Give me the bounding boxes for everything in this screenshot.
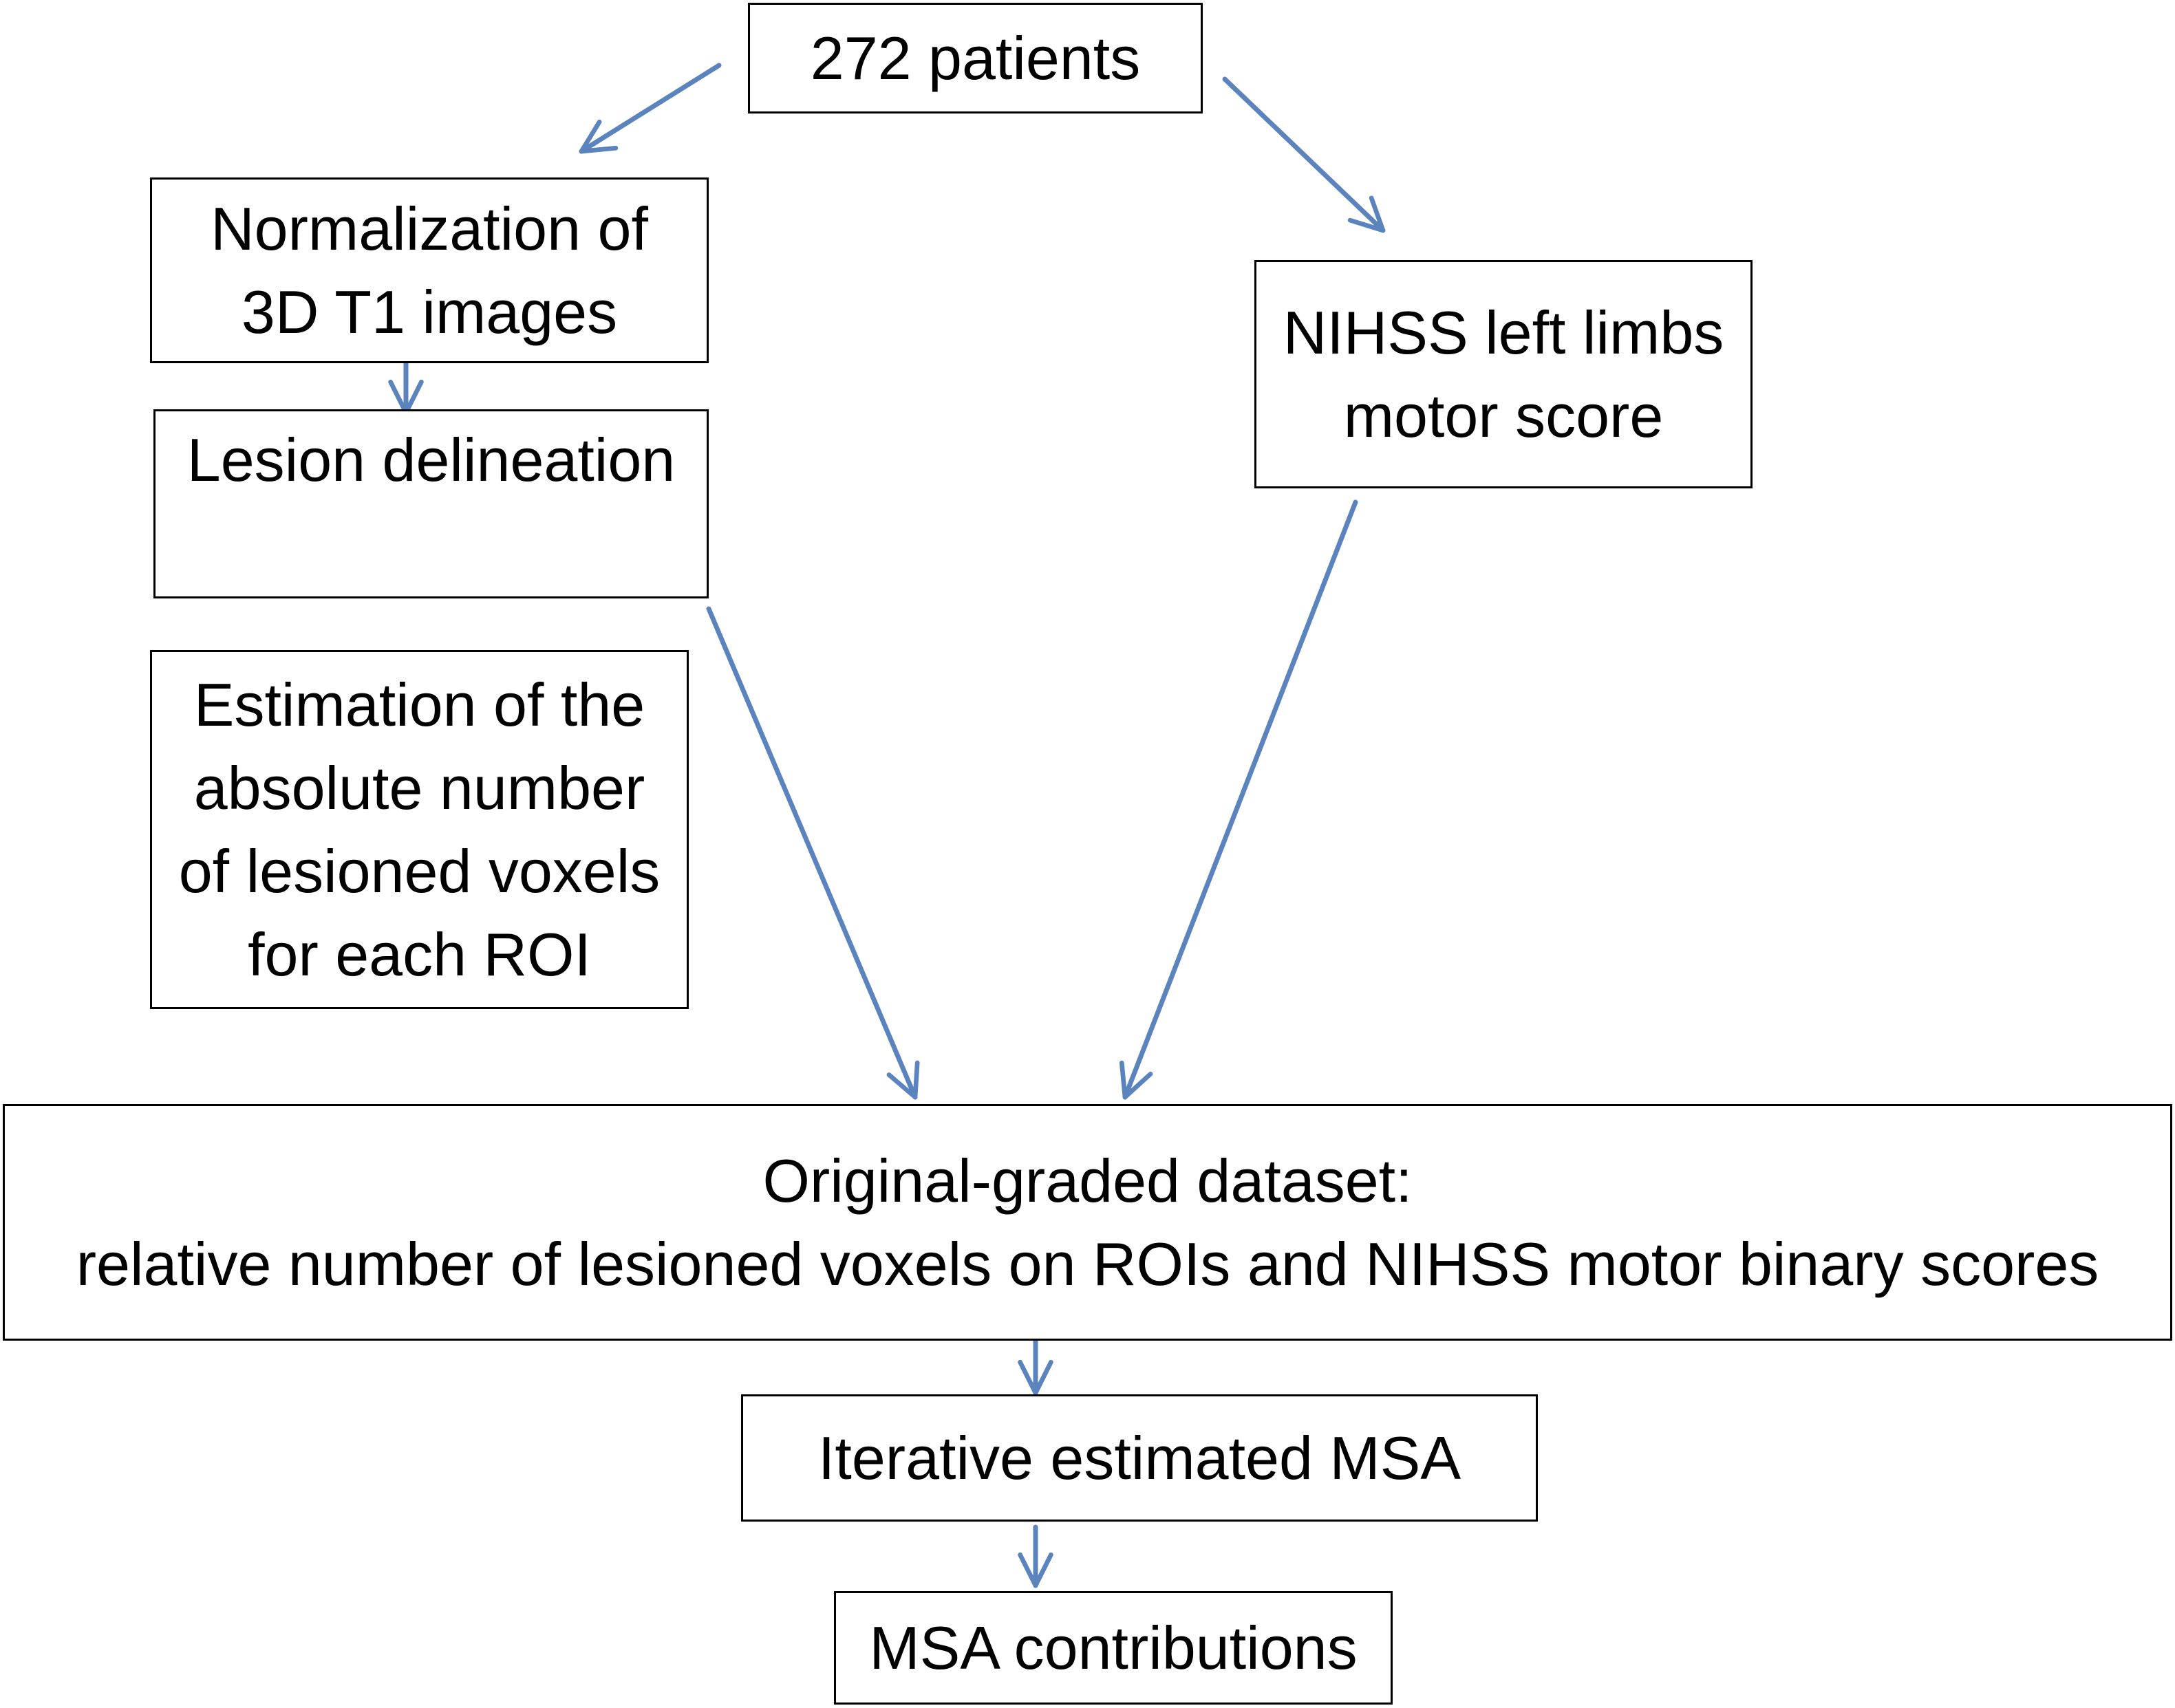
arrow-patients-to-nihss (1222, 76, 1386, 233)
patients-text-line: 272 patients (810, 24, 1141, 92)
estimation-text-line: for each ROI (248, 920, 591, 988)
nihss-text-line: NIHSS left limbs (1283, 299, 1724, 367)
nihss-text-line: motor score (1343, 382, 1664, 450)
estimation-text-line: Estimation of the (193, 671, 645, 739)
nihss-box: NIHSS left limbs motor score (1254, 260, 1753, 488)
arrow-nihss-to-dataset (1119, 499, 1358, 1100)
dataset-box: Original-graded dataset: relative number … (3, 1104, 2172, 1341)
patients-box: 272 patients (748, 3, 1203, 113)
msa-contributions-text-line: MSA contributions (869, 1614, 1358, 1682)
arrow-patients-to-normalization (579, 63, 722, 154)
dataset-text-line: Original-graded dataset: (762, 1147, 1413, 1215)
normalization-text-line: Normalization of (211, 195, 648, 263)
normalization-box: Normalization of 3D T1 images (150, 177, 709, 363)
lesion-delineation-text-line: Lesion delineation (186, 426, 676, 494)
iterative-msa-text-line: Iterative estimated MSA (817, 1424, 1461, 1492)
arrow-lesion-to-dataset (706, 606, 920, 1100)
msa-contributions-box: MSA contributions (834, 1591, 1393, 1705)
iterative-msa-box: Iterative estimated MSA (741, 1394, 1538, 1522)
dataset-text-line: relative number of lesioned voxels on RO… (76, 1230, 2099, 1298)
estimation-text-line: absolute number (193, 754, 645, 822)
estimation-box: Estimation of the absolute number of lesio… (150, 650, 689, 1009)
estimation-text-line: of lesioned voxels (178, 837, 661, 905)
lesion-delineation-box: Lesion delineation (153, 409, 709, 598)
normalization-text-line: 3D T1 images (241, 278, 618, 346)
